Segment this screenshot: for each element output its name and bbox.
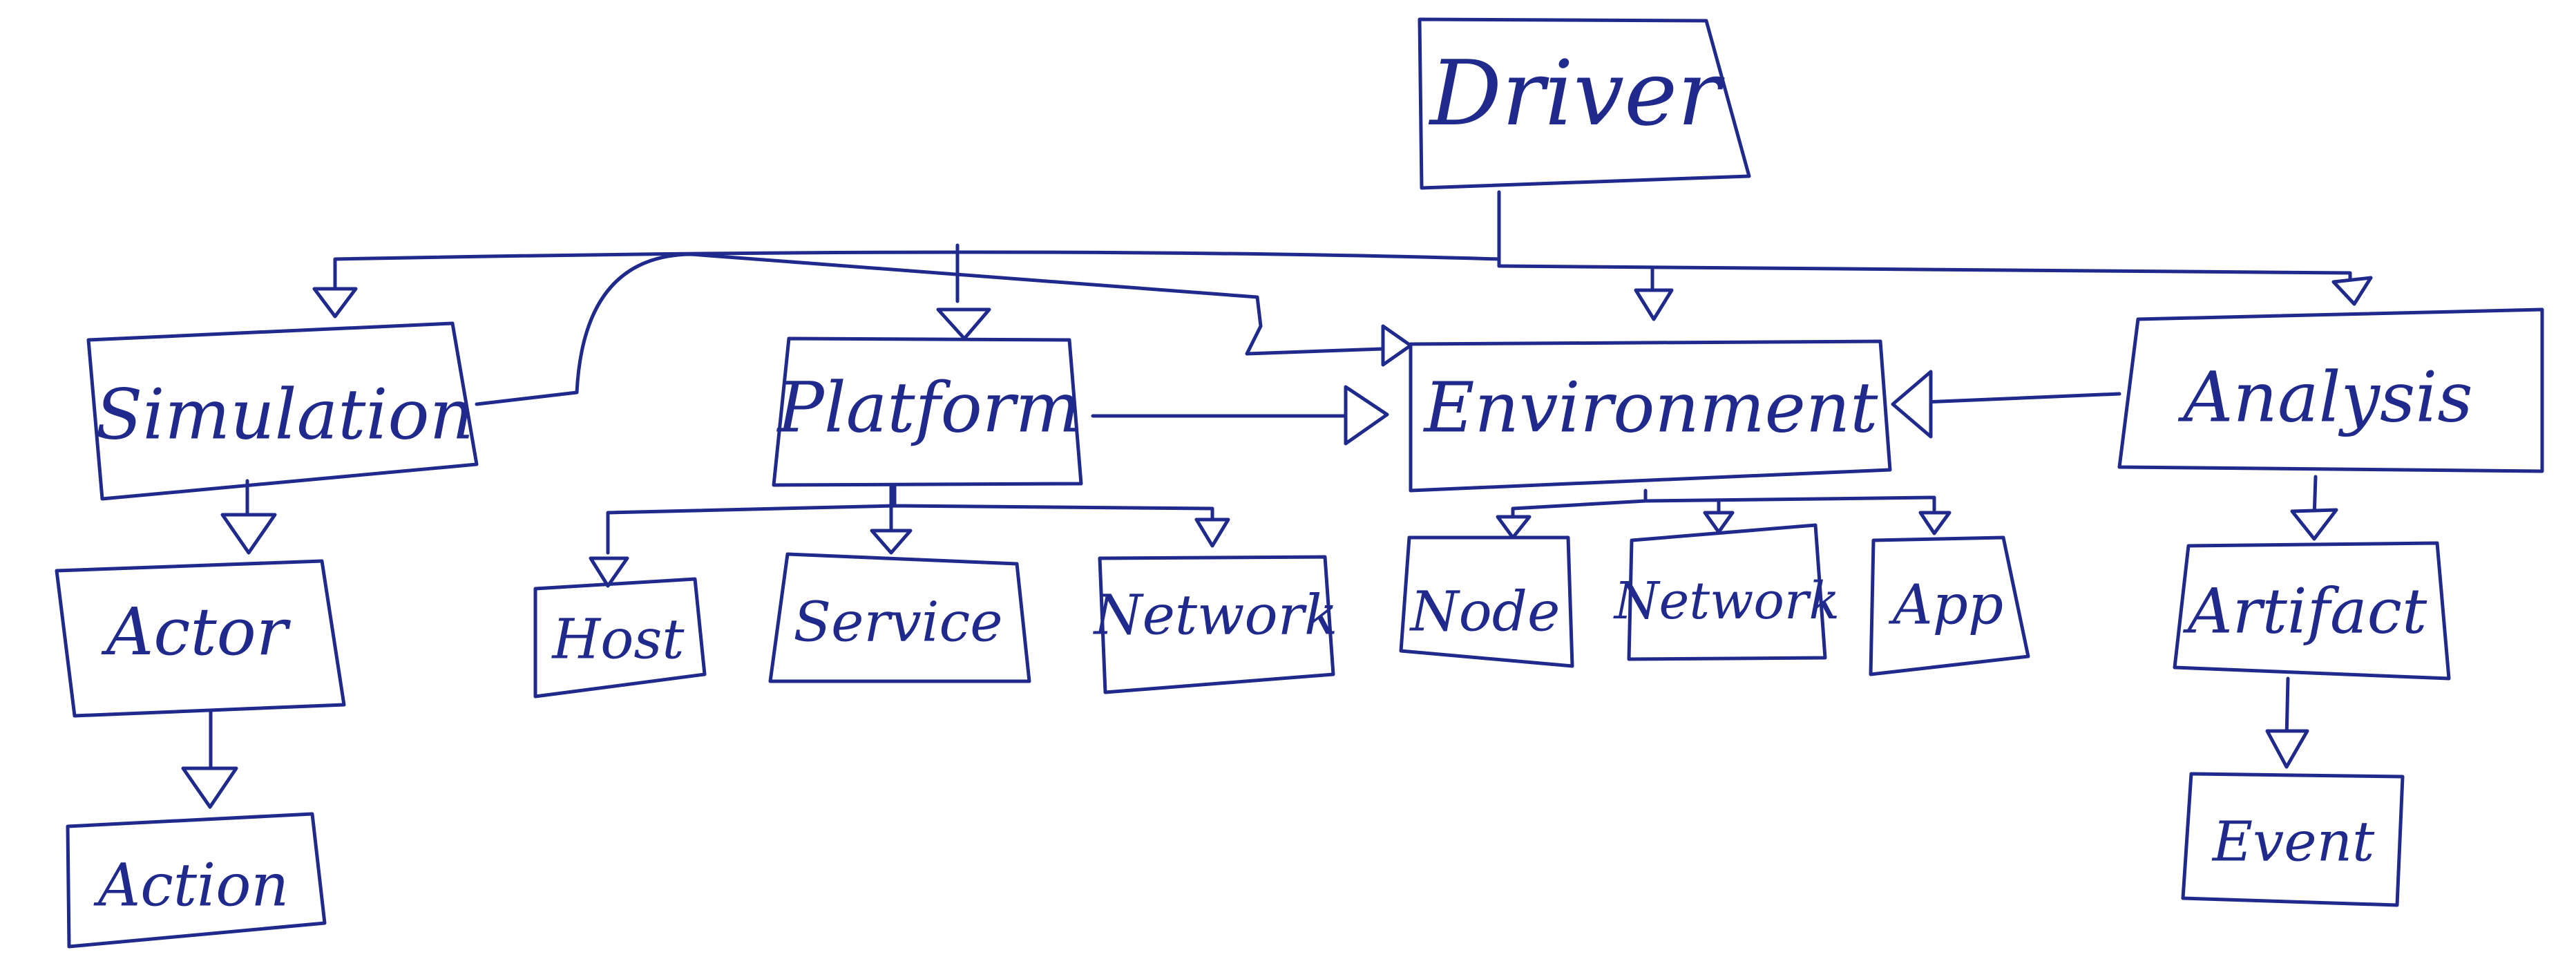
arrowhead-into-host	[589, 556, 629, 588]
arrowhead-into-env-network	[1703, 511, 1735, 534]
simulation-to-environment-edge	[475, 252, 1384, 406]
event-label: Event	[2211, 810, 2375, 874]
env-network-label: Network	[1613, 571, 1840, 631]
platform-label: Platform	[776, 368, 1081, 448]
node-box	[1399, 535, 1574, 668]
driver-label: Driver	[1429, 41, 1725, 146]
arrowhead-into-platform-network	[1194, 518, 1230, 548]
arrowhead-into-actor	[220, 513, 277, 555]
environment-children-bus	[1511, 488, 1936, 522]
app-box	[1869, 535, 2030, 676]
simulation-box	[86, 321, 479, 501]
arrowhead-into-analysis	[2331, 276, 2373, 306]
platform-box	[772, 336, 1083, 487]
arrowhead-into-simulation	[312, 287, 358, 319]
analysis-to-environment-edge	[1922, 392, 2121, 404]
artifact-label: Artifact	[2183, 576, 2427, 648]
analysis-box	[2117, 307, 2544, 473]
arrowhead-into-event	[2265, 729, 2309, 769]
arrowhead-into-app	[1918, 511, 1952, 535]
artifact-to-event-edge	[2284, 676, 2290, 741]
driver-bus-right	[1497, 264, 2352, 289]
arrowhead-into-action	[181, 766, 238, 809]
arrowhead-into-platform	[936, 307, 991, 341]
arrowhead-into-environment-from-platform	[1344, 385, 1389, 446]
simulation-label: Simulation	[95, 374, 474, 455]
platform-children-bus	[606, 483, 1214, 555]
env-network-box	[1627, 523, 1827, 661]
node-label: Node	[1409, 580, 1561, 644]
host-box	[533, 577, 707, 699]
actor-box	[55, 559, 346, 718]
arrowhead-into-environment-from-analysis	[1891, 370, 1933, 439]
artifact-box	[2173, 541, 2451, 681]
environment-label: Environment	[1423, 368, 1879, 448]
platform-network-box	[1098, 555, 1335, 694]
driver-bus-left	[333, 250, 1501, 306]
service-label: Service	[793, 590, 1002, 654]
event-box	[2181, 772, 2405, 907]
analysis-label: Analysis	[2177, 357, 2472, 438]
arrowhead-into-node	[1496, 515, 1532, 540]
app-label: App	[1888, 573, 2003, 637]
arrowhead-into-environment-from-simulation	[1381, 324, 1413, 367]
driver-box	[1418, 17, 1751, 190]
host-label: Host	[551, 607, 685, 672]
arrowhead-into-environment-from-driver	[1634, 288, 1674, 321]
platform-network-label: Network	[1093, 583, 1338, 647]
action-box	[66, 812, 327, 949]
arrowhead-into-service	[870, 529, 913, 555]
actor-label: Actor	[101, 594, 292, 670]
arrowhead-into-artifact	[2290, 508, 2338, 541]
service-box	[768, 552, 1031, 683]
environment-box	[1409, 339, 1892, 493]
action-label: Action	[93, 852, 289, 920]
